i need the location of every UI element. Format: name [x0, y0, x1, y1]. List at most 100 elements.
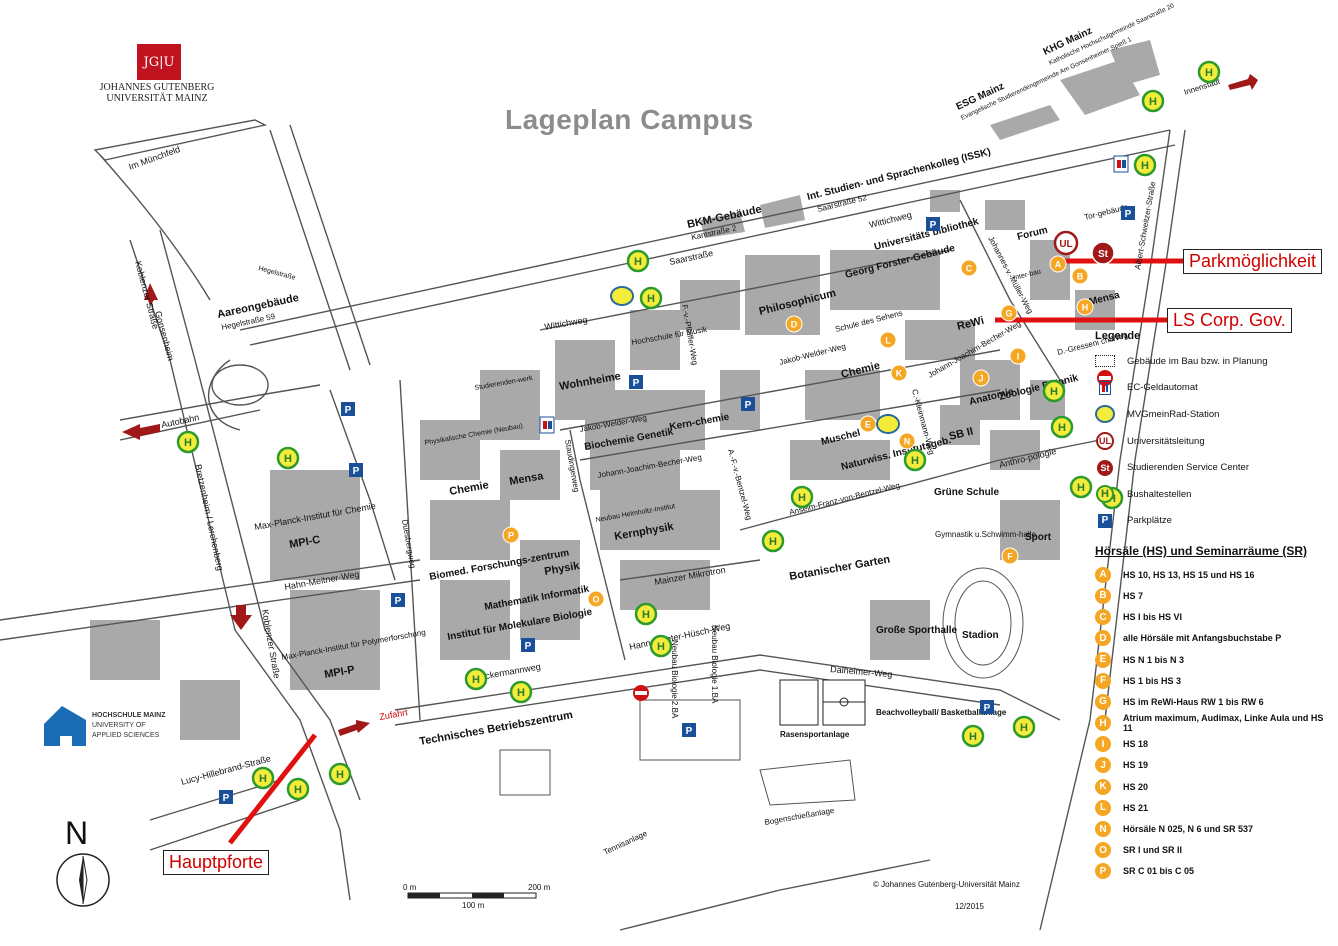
jgu-logo: JG|U JOHANNES GUTENBERG UNIVERSITÄT MAIN… — [82, 44, 232, 104]
svg-text:100 m: 100 m — [462, 901, 485, 910]
label-sport: Sport — [1025, 532, 1052, 543]
svg-text:F: F — [1007, 552, 1013, 562]
lecture-hall-marker: N — [898, 432, 916, 450]
arrow-zufahrt-icon — [338, 720, 370, 736]
bus-stop-marker: H — [276, 446, 300, 470]
no-entry-icon — [633, 370, 1113, 701]
svg-text:H: H — [769, 536, 777, 548]
svg-text:O: O — [592, 595, 599, 605]
lecture-hall-marker: C — [960, 259, 978, 277]
svg-text:H: H — [911, 455, 919, 467]
label-afvb: A.-F.-v.-Bentzel-Weg — [726, 448, 754, 521]
lecture-hall-label: HS N 1 bis N 3 — [1123, 654, 1185, 665]
parking-sign-marker: P — [1121, 206, 1135, 220]
svg-text:H: H — [1050, 386, 1058, 398]
map-date: 12/2015 — [955, 902, 984, 911]
bus-stop-marker: H — [761, 529, 785, 553]
bus-stop-marker: H — [176, 430, 200, 454]
copyright: © Johannes Gutenberg-Universität Mainz — [873, 880, 1020, 889]
parking-sign-marker: P — [980, 700, 994, 714]
svg-text:H: H — [336, 769, 344, 781]
bus-stop-marker: H — [649, 634, 673, 658]
atm-icon — [1095, 378, 1115, 398]
svg-text:E: E — [865, 420, 871, 430]
hall-letter-icon: I — [1095, 736, 1111, 753]
hall-letter-icon: J — [1095, 757, 1111, 774]
ul-marker: UL — [1053, 230, 1079, 256]
lecture-hall-marker: K — [890, 364, 908, 382]
north-label: N — [65, 815, 89, 851]
bus-stop-marker: H — [1069, 475, 1093, 499]
bus-stops: HHHHHHHHHHHHHHHHHHHHHHH — [176, 60, 1221, 801]
svg-text:P: P — [633, 378, 640, 389]
bus-stop-marker: H — [1050, 415, 1074, 439]
legend-item-label: Bushaltestellen — [1127, 488, 1192, 500]
bus-stop-marker: H — [961, 724, 985, 748]
hs-logo-line-1: HOCHSCHULE MAINZ — [92, 712, 166, 719]
bus-stop-marker: H — [251, 766, 275, 790]
legend-item-label: Parkplätze — [1127, 515, 1172, 527]
legend-item-label: Gebäude im Bau bzw. in Planung — [1127, 355, 1268, 367]
logo-line-1: JOHANNES GUTENBERG — [99, 82, 215, 93]
bus-stop-marker: H — [1197, 60, 1221, 84]
ul-icon: UL — [1095, 431, 1115, 451]
lecture-hall-label: HS 18 — [1123, 739, 1149, 750]
st-icon: St — [1095, 458, 1115, 478]
bus-stop-marker: H — [634, 602, 658, 626]
lecture-hall-label: HS 19 — [1123, 760, 1149, 771]
label-wittichweg-2: Wittichweg — [868, 210, 913, 230]
hall-letter-icon: E — [1095, 651, 1111, 668]
bus-stop-marker: H — [639, 286, 663, 310]
hall-letter-icon: A — [1095, 566, 1111, 583]
parking-sign-marker: P — [682, 723, 696, 737]
label-zufahrt: Zufahrt — [379, 707, 409, 722]
label-mpic-short: MPI-C — [288, 534, 321, 551]
hochschule-logo: HOCHSCHULE MAINZ UNIVERSITY OF APPLIED S… — [44, 706, 166, 746]
svg-text:H: H — [647, 293, 655, 305]
svg-text:H: H — [1205, 67, 1213, 79]
bus-stop-marker: H — [1141, 89, 1165, 113]
label-khg-sub: Katholische Hochschulgemeinde Saarstraße… — [1048, 2, 1176, 67]
label-mpip-short: MPI-P — [323, 664, 355, 681]
label-gonsenheim: Gonsenheim — [153, 310, 176, 362]
svg-text:P: P — [984, 703, 991, 714]
label-ackermannweg: Ackermannweg — [479, 661, 542, 682]
lecture-hall-marker: G — [1000, 304, 1018, 322]
svg-text:H: H — [517, 687, 525, 699]
hall-letter-icon: F — [1095, 672, 1111, 689]
svg-text:G: G — [1005, 309, 1012, 319]
label-gruene: Grüne Schule — [934, 487, 999, 498]
lecture-hall-marker: L — [879, 331, 897, 349]
parking-sign-marker: P — [219, 790, 233, 804]
label-stadion: Stadion — [962, 630, 999, 641]
parking-sign-marker: P — [391, 593, 405, 607]
svg-text:H: H — [1058, 422, 1066, 434]
lecture-hall-marker: O — [587, 590, 605, 608]
logo-line-2: UNIVERSITÄT MAINZ — [106, 93, 208, 104]
svg-text:P: P — [223, 793, 230, 804]
svg-text:0 m: 0 m — [403, 883, 417, 892]
parking-sign-marker: P — [629, 375, 643, 389]
arrow-south-icon — [230, 605, 252, 630]
arrow-innenstadt-icon — [1228, 74, 1258, 90]
svg-text:I: I — [1017, 352, 1020, 362]
label-staudingerweg: Staudingerweg — [563, 439, 581, 493]
parking-sign-marker: P — [741, 397, 755, 411]
label-technische: Technisches Betriebszentrum — [418, 709, 574, 748]
svg-text:N: N — [904, 437, 911, 447]
planned-building-icon — [1095, 351, 1115, 371]
bus-stop-marker: H — [1133, 153, 1157, 177]
label-saarstrasse-1: Saarstraße — [668, 248, 714, 267]
bus-stop-marker: H — [286, 777, 310, 801]
svg-text:D: D — [791, 320, 798, 330]
svg-text:H: H — [1141, 160, 1149, 172]
lecture-hall-marker: A — [1049, 255, 1067, 273]
